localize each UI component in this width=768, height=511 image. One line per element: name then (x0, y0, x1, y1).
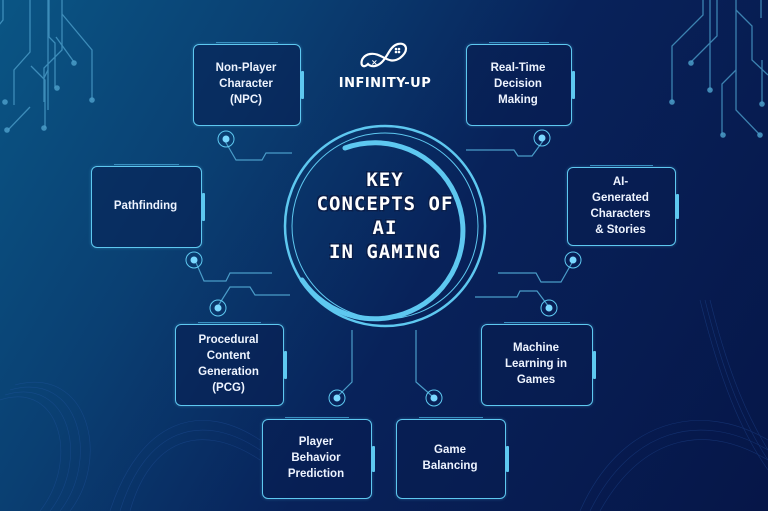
node-frame-ai-generated (567, 165, 679, 246)
brand-name: INFINITY-UP (338, 76, 432, 91)
node-frame-npc (193, 42, 304, 126)
node-label: Pathfinding (113, 200, 178, 212)
node-label: Game Balancing (422, 444, 478, 472)
connector-lines (193, 140, 574, 397)
node-player-behavior: Player Behavior Prediction (262, 419, 370, 497)
circuit-traces-top-right-icon (671, 0, 768, 136)
node-frame-balancing (396, 417, 509, 499)
node-realtime-decision: Real-Time Decision Making (466, 44, 570, 124)
node-label: AI- Generated Characters & Stories (590, 175, 651, 236)
node-label: Real-Time Decision Making (490, 62, 546, 106)
node-frame-ml (481, 322, 596, 406)
wave-pattern-icon (0, 299, 768, 511)
node-ai-generated: AI- Generated Characters & Stories (567, 167, 674, 244)
node-frame-pathfinding (91, 164, 205, 248)
node-pcg: Procedural Content Generation (PCG) (175, 324, 282, 404)
node-game-balancing: Game Balancing (396, 419, 504, 497)
node-npc: Non-Player Character (NPC) (193, 44, 299, 124)
center-title: KEY CONCEPTS OF AI IN GAMING (316, 169, 454, 263)
svg-text:×: × (371, 58, 378, 67)
brand-logo: × INFINITY-UP (330, 36, 440, 94)
center-ring-icon (283, 124, 487, 328)
connector-dot-icon (185, 129, 582, 407)
circuit-traces-top-left-icon (0, 0, 93, 131)
node-frame-pcg (175, 322, 287, 406)
node-pathfinding: Pathfinding (91, 166, 200, 246)
infinity-gamepad-icon: × (360, 42, 407, 68)
node-frame-realtime (466, 42, 575, 126)
node-machine-learning: Machine Learning in Games (481, 324, 591, 404)
node-label: Procedural Content Generation (PCG) (198, 334, 259, 394)
node-label: Non-Player Character (NPC) (215, 62, 277, 106)
node-label: Player Behavior Prediction (287, 436, 345, 480)
node-frame-player-behavior (262, 417, 375, 499)
node-label: Machine Learning in Games (505, 342, 567, 386)
